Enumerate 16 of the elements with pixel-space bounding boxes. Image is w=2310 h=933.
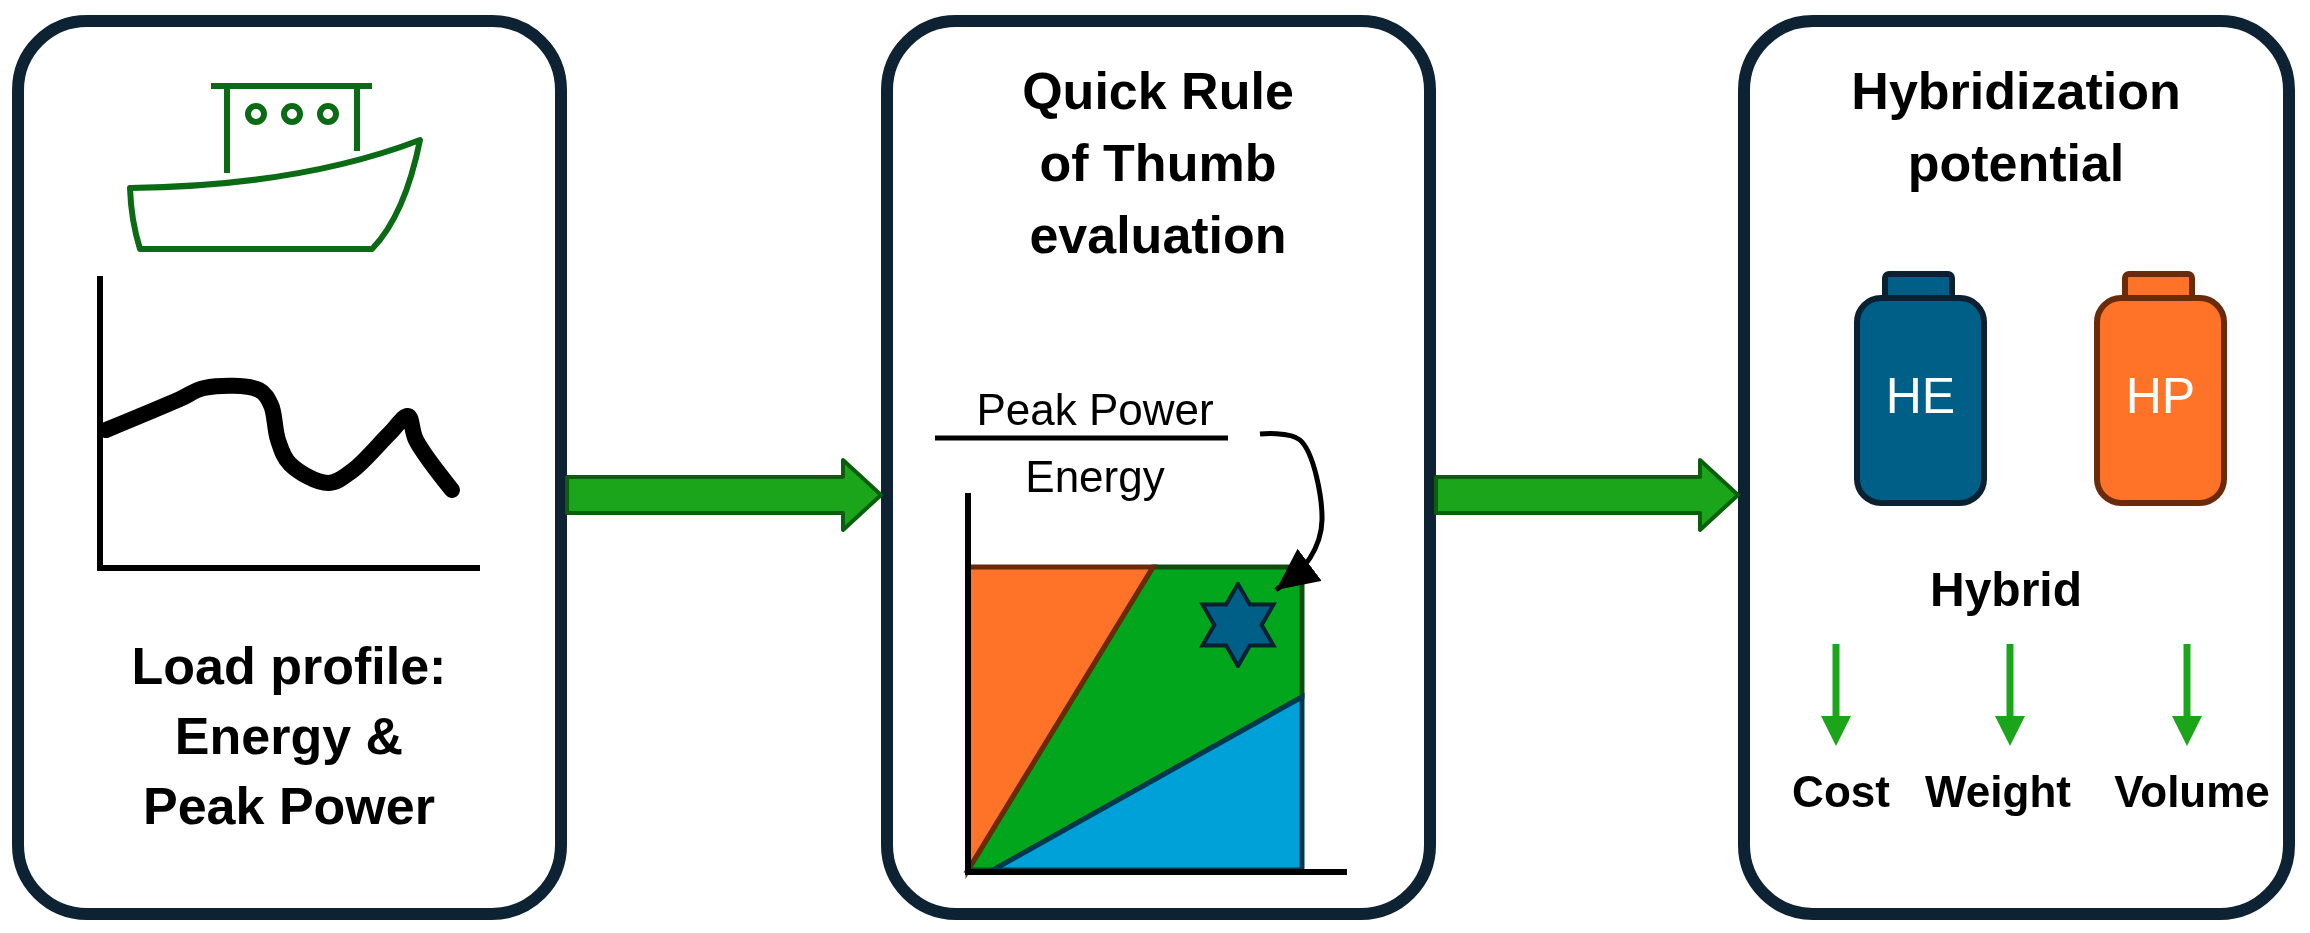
panel-title: Hybridization potential <box>1850 61 2182 194</box>
fraction-numerator: Peak Power <box>975 385 1215 435</box>
battery-label: HE <box>1884 367 1957 426</box>
panel-card <box>12 15 567 920</box>
metric-label: Cost <box>1791 766 1891 818</box>
fraction-denominator: Energy <box>1024 452 1166 502</box>
panel-caption: Load profile: Energy & Peak Power <box>130 636 448 837</box>
panel-title: Quick Rule of Thumb evaluation <box>1021 61 1295 266</box>
block-arrow <box>565 458 883 532</box>
panel-card <box>1738 15 2295 920</box>
block-arrow <box>1434 458 1740 532</box>
hybrid-label: Hybrid <box>1929 562 2083 618</box>
battery-label: HP <box>2124 367 2197 426</box>
metric-label: Volume <box>2113 766 2271 818</box>
curved-arrow <box>1259 431 1325 592</box>
metric-label: Weight <box>1924 766 2072 818</box>
